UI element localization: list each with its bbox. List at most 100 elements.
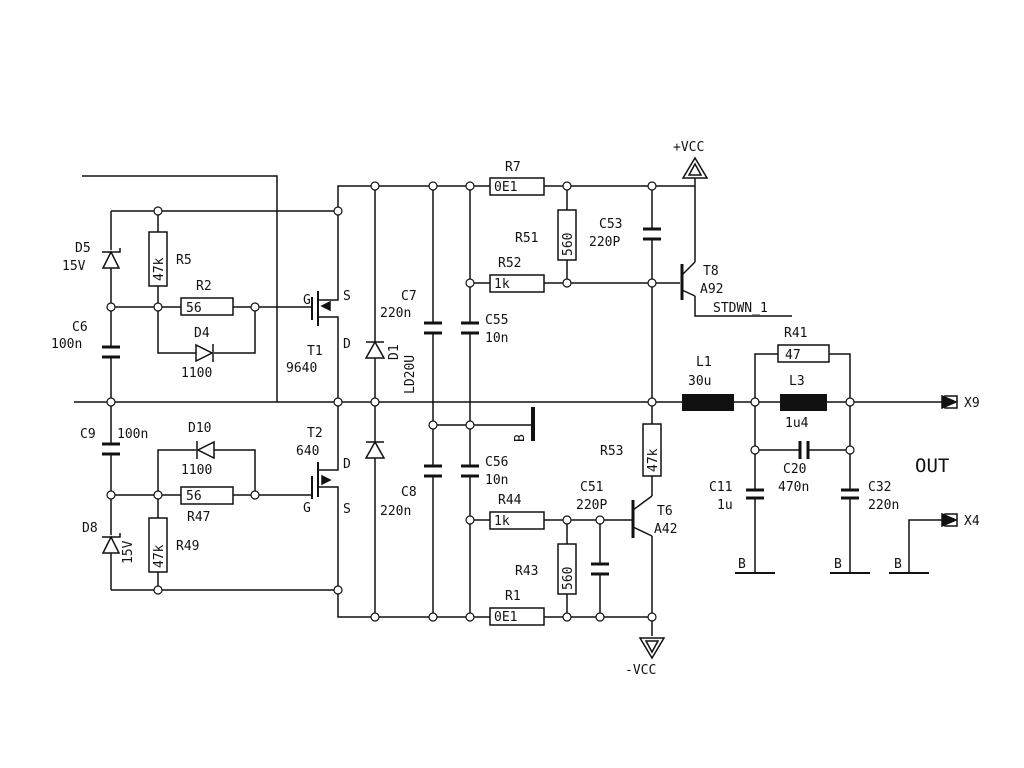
r53-ref: R53 [600,444,623,459]
t8-value: A92 [700,282,723,297]
resistor-r44-body [489,511,545,530]
out-label: OUT [915,455,949,477]
c53-value: 220P [589,235,620,250]
r51-value: 560 [561,233,576,256]
c56-ref: C56 [485,455,508,470]
c55-value: 10n [485,331,508,346]
d8-value: 15V [121,540,136,564]
c56-value: 10n [485,473,508,488]
r5-ref: R5 [176,253,192,268]
c53-ref: C53 [599,217,622,232]
t1-drain-label: D [343,337,351,352]
c6-ref: C6 [72,320,88,335]
x4-connector-icon [941,512,958,528]
resistor-r41-body [777,344,830,363]
c11-value: 1u [717,498,733,513]
wire [829,353,851,402]
c8-ref: C8 [401,485,417,500]
x9-connector-icon [941,394,958,410]
r49-value: 47k [152,544,167,568]
l3-ref: L3 [789,374,805,389]
r5-value: 47k [152,257,167,281]
l3-value: 1u4 [785,416,809,431]
wire [157,307,196,354]
bjt-t8-symbol [680,261,696,300]
r52-value: 1k [494,277,510,292]
resistor-r5-body [148,231,168,287]
inductor-l1-body [682,394,734,411]
diode-d10-symbol [196,440,215,460]
c20-ref: C20 [783,462,806,477]
r52-ref: R52 [498,256,521,271]
x4-label: X4 [964,514,980,529]
t8-ref: T8 [703,264,719,279]
wire [328,402,339,471]
wire [694,296,792,317]
l1-value: 30u [688,374,711,389]
t1-ref: T1 [307,344,323,359]
capacitor-c53-symbol [643,227,661,241]
wire [214,449,256,495]
d1-value: LD20U [403,355,418,394]
c6-value: 100n [51,337,82,352]
r44-value: 1k [494,514,510,529]
capacitor-c6-symbol [102,345,120,359]
wire [337,185,490,211]
r41-ref: R41 [784,326,807,341]
x9-label: X9 [964,396,980,411]
r43-value: 560 [561,567,576,590]
c9-ref: C9 [80,427,96,442]
c51-value: 220P [576,498,607,513]
ground-label-mid: B [513,434,528,442]
capacitor-c9-symbol [102,442,120,456]
t2-drain-label: D [343,457,351,472]
d10-value: 1100 [181,463,212,478]
diode-d1-lower-symbol [364,440,386,459]
capacitor-c8-symbol [424,464,442,478]
resistor-r51-body [557,209,577,261]
r47-value: 56 [186,489,202,504]
r47-ref: R47 [187,510,210,525]
d1-ref: D1 [387,344,402,360]
t1-value: 9640 [286,361,317,376]
r7-ref: R7 [505,160,521,175]
d5-value: 15V [62,259,86,274]
diode-d4-symbol [195,343,214,363]
t6-ref: T6 [657,504,673,519]
resistor-r43-body [557,543,577,595]
capacitor-c20-symbol [798,441,810,459]
t1-gate-label: G [303,293,311,308]
t6-value: A42 [654,522,677,537]
resistor-r2-body [180,297,234,316]
c20-value: 470n [778,480,809,495]
bjt-t6-symbol [631,495,653,538]
wire [754,353,778,402]
c8-value: 220n [380,504,411,519]
d10-ref: D10 [188,421,211,436]
ground-label-c32: B [834,557,842,572]
c7-ref: C7 [401,289,417,304]
capacitor-c56-symbol [461,464,479,478]
ground-label-c11: B [738,557,746,572]
r44-ref: R44 [498,493,522,508]
t2-ref: T2 [307,426,323,441]
t2-gate-label: G [303,501,311,516]
diode-d1-upper-symbol [364,340,386,359]
c9-value: 100n [117,427,148,442]
d5-ref: D5 [75,241,91,256]
stdwn-label: STDWN_1 [713,301,768,316]
wire [328,316,339,402]
wire [82,175,278,402]
inductor-l3-body [780,394,827,411]
r1-value: 0E1 [494,610,517,625]
capacitor-c7-symbol [424,321,442,335]
d4-value: 1100 [181,366,212,381]
resistor-r47-body [180,486,234,505]
vcc-positive-label: +VCC [673,140,704,155]
wire [214,307,256,354]
capacitor-c32-symbol [841,488,859,500]
d4-ref: D4 [194,326,210,341]
t1-source-label: S [343,289,351,304]
resistor-r52-body [489,274,545,293]
